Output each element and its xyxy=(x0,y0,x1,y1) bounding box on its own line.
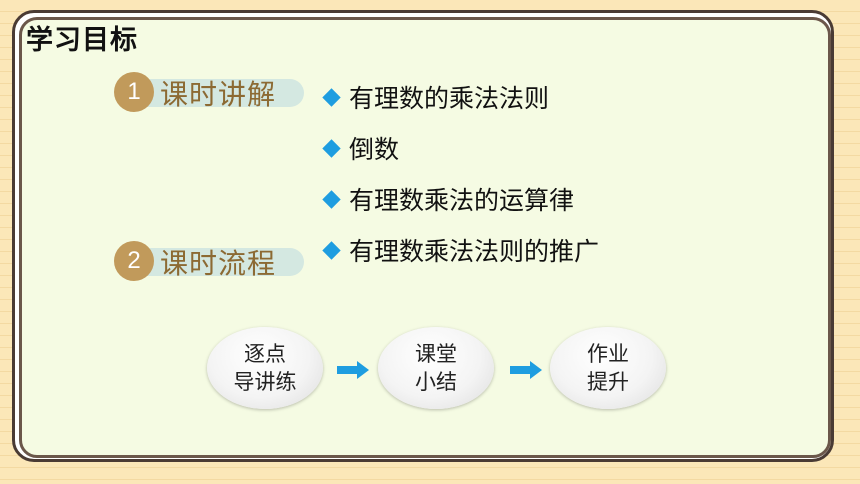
flow-step-3[interactable]: 作业 提升 xyxy=(550,327,666,409)
bullet-text: 有理数的乘法法则 xyxy=(349,84,550,113)
section-number-badge: 2 xyxy=(114,241,154,281)
bullet-item: 有理数乘法法则的推广 xyxy=(320,235,600,266)
arrow-right-icon xyxy=(510,361,542,379)
bullet-item: 有理数乘法的运算律 xyxy=(320,184,575,215)
diamond-bullet-icon xyxy=(322,240,341,260)
flow-step-line: 小结 xyxy=(415,370,457,394)
section-pill xyxy=(144,248,304,276)
section-pill xyxy=(144,79,304,107)
section-label: 课时流程 xyxy=(160,247,277,280)
bullet-text: 有理数乘法的运算律 xyxy=(349,186,575,215)
diamond-bullet-icon xyxy=(322,138,341,158)
section-tag-2: 2 课时流程 xyxy=(114,241,304,281)
flow-step-line: 逐点 xyxy=(244,342,286,366)
diamond-bullet-icon xyxy=(322,87,341,107)
flow-step-line: 导讲练 xyxy=(233,370,297,394)
flow-step-2[interactable]: 课堂 小结 xyxy=(378,327,494,409)
page-title: 学习目标 xyxy=(26,25,138,56)
bullet-item: 倒数 xyxy=(320,133,400,164)
flow-step-line: 课堂 xyxy=(415,342,457,366)
bullet-text: 有理数乘法法则的推广 xyxy=(349,237,600,266)
flow-step-line: 作业 xyxy=(587,342,629,366)
flow-step-1[interactable]: 逐点 导讲练 xyxy=(207,327,323,409)
section-label: 课时讲解 xyxy=(160,78,277,111)
bullet-item: 有理数的乘法法则 xyxy=(320,82,550,113)
diamond-bullet-icon xyxy=(322,189,341,209)
section-tag-1: 1 课时讲解 xyxy=(114,72,304,112)
bullet-text: 倒数 xyxy=(349,135,400,164)
flow-step-line: 提升 xyxy=(587,370,629,394)
arrow-right-icon xyxy=(337,361,369,379)
section-number-badge: 1 xyxy=(114,72,154,112)
